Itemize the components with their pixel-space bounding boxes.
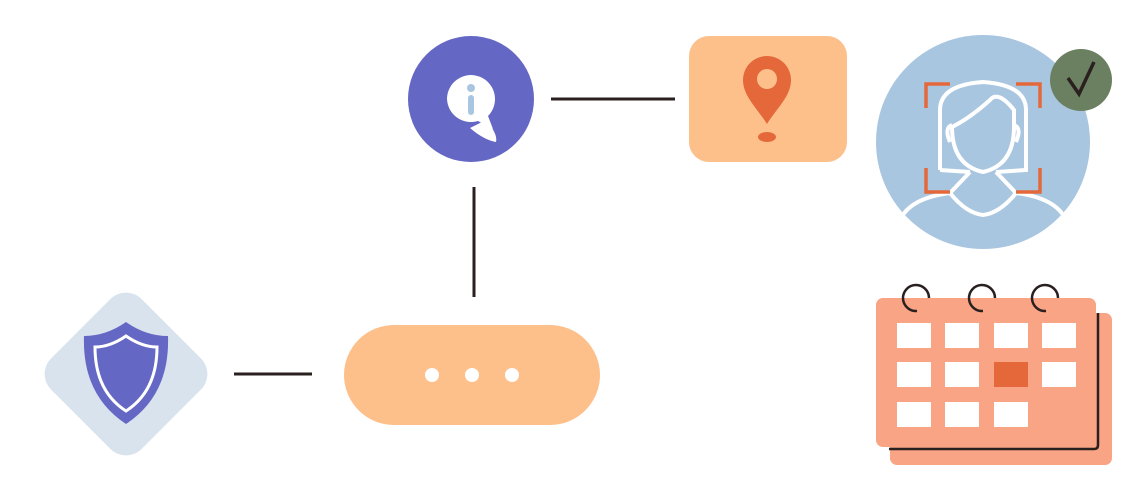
calendar-day-cell: [1042, 362, 1076, 387]
face-recognition-icon: [876, 35, 1090, 249]
calendar-day-cell: [897, 323, 931, 348]
calendar-day-cell: [1042, 323, 1076, 348]
calendar-day-cell: [994, 362, 1028, 387]
calendar-ring: [901, 283, 931, 313]
calendar-day-cell: [897, 362, 931, 387]
calendar-ring: [1030, 283, 1060, 313]
shield-icon: [44, 292, 208, 456]
location-pin-icon: [689, 36, 847, 162]
calendar-day-cell: [945, 323, 979, 348]
calendar-day-cell: [945, 402, 979, 427]
info-chat-icon: [408, 36, 534, 162]
check-icon: [1050, 49, 1112, 111]
calendar-ring: [967, 283, 997, 313]
calendar-day-cell: [897, 402, 931, 427]
chat-dots-icon: [344, 325, 600, 425]
calendar-icon: [876, 283, 1112, 465]
calendar-day-cell: [945, 362, 979, 387]
calendar-day-cell: [994, 402, 1028, 427]
calendar-day-cell: [994, 323, 1028, 348]
